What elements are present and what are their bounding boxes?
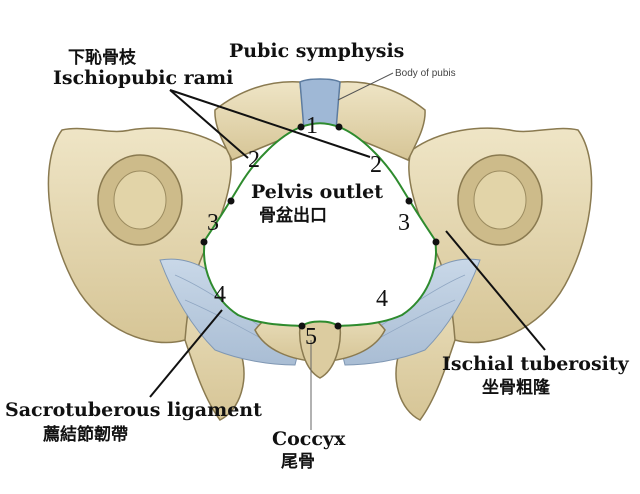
leader-lines — [149, 89, 546, 398]
outlet-marker-dots — [200, 123, 440, 330]
marker-3-right: 3 — [398, 210, 410, 236]
marker-2-right: 2 — [370, 152, 382, 178]
label-ischial-tuberosity-zh: 坐骨粗隆 — [482, 377, 551, 398]
body-of-pubis-leader — [337, 72, 394, 101]
label-pubic-symphysis: Pubic symphysis — [229, 40, 404, 62]
label-ischiopubic-rami: Ischiopubic rami — [53, 67, 233, 89]
marker-5: 5 — [305, 324, 317, 350]
label-sacrotuberous-ligament-zh: 薦結節韌帶 — [43, 424, 128, 445]
label-ischiopubic-rami-zh: 下恥骨枝 — [68, 47, 137, 68]
marker-3-left: 3 — [207, 210, 219, 236]
marker-4-right: 4 — [376, 286, 388, 312]
label-body-of-pubis: Body of pubis — [395, 68, 456, 79]
label-pelvis-outlet-zh: 骨盆出口 — [259, 205, 327, 226]
marker-1: 1 — [306, 113, 318, 139]
label-pelvis-outlet: Pelvis outlet — [251, 181, 383, 203]
marker-4-left: 4 — [214, 282, 226, 308]
label-coccyx: Coccyx — [272, 428, 346, 450]
marker-2-left: 2 — [248, 147, 260, 173]
label-sacrotuberous-ligament: Sacrotuberous ligament — [5, 399, 262, 421]
label-coccyx-zh: 尾骨 — [281, 452, 315, 472]
label-ischial-tuberosity: Ischial tuberosity — [442, 353, 630, 375]
